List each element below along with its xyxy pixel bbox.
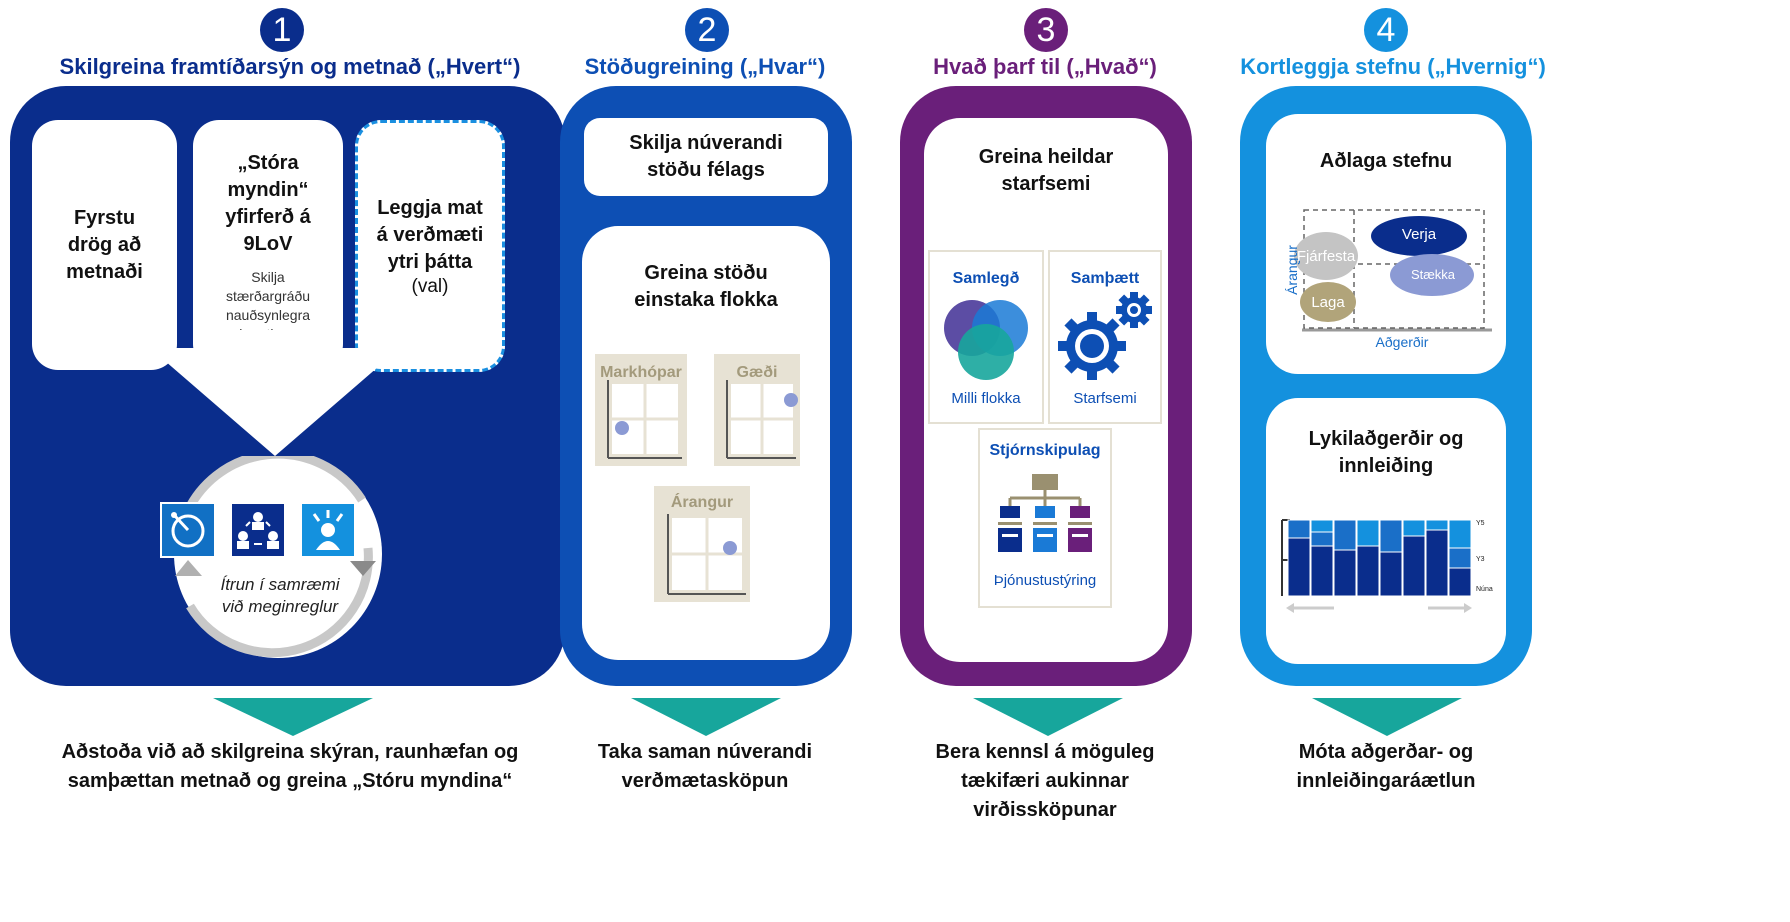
step-3-down-triangle <box>973 698 1123 736</box>
step-4-card-key-actions-text: Lykilaðgerðir og innleiðing <box>1308 428 1464 477</box>
step-4-number: 4 <box>1364 8 1408 52</box>
step-4-portfolio-matrix <box>1294 204 1492 332</box>
step-1-card-external-title: Leggja mat á verðmæti ytri þátta <box>376 196 484 273</box>
step-1-card-big-picture-title: „Stóra myndin“ yfirferð á 9LoV <box>225 152 311 255</box>
step-4-heading: Kortleggja stefnu („Hvernig“) <box>1240 54 1546 79</box>
step-4-bubble-invest-label: Fjárfesta <box>1296 248 1356 265</box>
step-1-footer: Aðstoða við að skilgreina skýran, raunhæ… <box>61 741 519 792</box>
step-2-card-current-text: Skilja núverandi stöðu félags <box>629 132 783 181</box>
step-1-iteration-cycle <box>174 456 382 658</box>
org-chart-icon <box>998 474 1092 552</box>
step-4-footer: Móta aðgerðar- og innleiðingaráætlun <box>1296 741 1476 792</box>
step-2-down-triangle <box>631 698 781 736</box>
step-4-bar-label-y3: Y3 <box>1476 556 1485 563</box>
step-3-footer: Bera kennsl á möguleg tækifæri aukinnar … <box>935 741 1155 821</box>
bubble-invest <box>1294 232 1358 280</box>
step-3-card-operations-text: Greina heildar starfsemi <box>978 146 1114 195</box>
step-2-card-current: Skilja núverandi stöðu félags <box>584 118 828 196</box>
step-3-heading: Hvað þarf til („Hvað“) <box>933 54 1157 79</box>
step-4-down-triangle <box>1312 698 1462 736</box>
step-4-card-strategy-text: Aðlaga stefnu <box>1319 150 1453 172</box>
step-2-mini-label-2: Gæði <box>736 364 778 381</box>
idea-person-icon <box>300 502 356 558</box>
step-1-down-triangle <box>213 698 373 736</box>
step-3-box-integrated-title: Samþætt <box>1070 270 1140 287</box>
bubble-defend <box>1371 216 1467 256</box>
step-2-number: 2 <box>685 8 729 52</box>
step-3-box-governance-title: Stjórnskipulag <box>989 442 1101 459</box>
gears-icon <box>1058 292 1152 380</box>
step-4-matrix-x-label: Aðgerðir <box>1375 334 1429 350</box>
step-4-bubble-grow-label: Stækka <box>1410 267 1456 282</box>
venn-icon <box>944 300 1028 380</box>
step-1-card-ambition-text: Fyrstu drög að metnaði <box>66 206 143 283</box>
step-4-bar-label-now: Núna <box>1476 586 1493 593</box>
step-2-heading: Stöðugreining („Hvar“) <box>584 54 826 79</box>
step-3-box-governance: Stjórnskipulag Þjónustustýring <box>978 428 1112 608</box>
step-1-cycle-text: Ítrun í samræmi við meginreglur <box>220 575 340 616</box>
step-2-mini-label-1: Markhópar <box>600 364 682 381</box>
step-2-mini-matrices <box>595 354 800 602</box>
step-4-roadmap-chart <box>1281 519 1472 613</box>
step-1-heading: Skilgreina framtíðarsýn og metnað („Hver… <box>59 54 521 79</box>
step-3-number: 3 <box>1024 8 1068 52</box>
step-4-bar-label-y5: Y5 <box>1476 520 1485 527</box>
step-2-footer: Taka saman núverandi verðmætasköpun <box>597 741 813 792</box>
step-4-bubble-fix-label: Laga <box>1311 294 1345 311</box>
step-1-card-ambition: Fyrstu drög að metnaði <box>32 120 177 370</box>
bubble-fix <box>1300 282 1356 322</box>
step-1-card-external: Leggja mat á verðmæti ytri þátta (val) <box>355 120 505 372</box>
step-2-mini-label-3: Árangur <box>670 494 734 511</box>
team-icon <box>230 502 286 558</box>
step-1-card-external-sub: (val) <box>411 275 449 297</box>
step-3-box-synergy-title: Samlegð <box>952 270 1020 287</box>
bubble-grow <box>1390 254 1474 296</box>
step-3-box-integrated-caption: Starfsemi <box>1073 390 1137 407</box>
step-1-funnel-arrow <box>150 330 400 456</box>
step-4-bubble-defend-label: Verja <box>1401 226 1437 243</box>
step-1-panel: Fyrstu drög að metnaði „Stóra myndin“ yf… <box>10 86 565 686</box>
step-2-card-categories-text: Greina stöðu einstaka flokka <box>634 262 778 311</box>
step-1-number: 1 <box>260 8 304 52</box>
step-3-box-synergy: Samlegð Milli flokka <box>928 250 1044 424</box>
step-3-box-governance-caption: Þjónustustýring <box>993 572 1097 589</box>
step-3-box-synergy-caption: Milli flokka <box>951 390 1021 407</box>
target-icon <box>160 502 216 558</box>
step-3-box-integrated: Samþætt Starfsemi <box>1048 250 1162 424</box>
